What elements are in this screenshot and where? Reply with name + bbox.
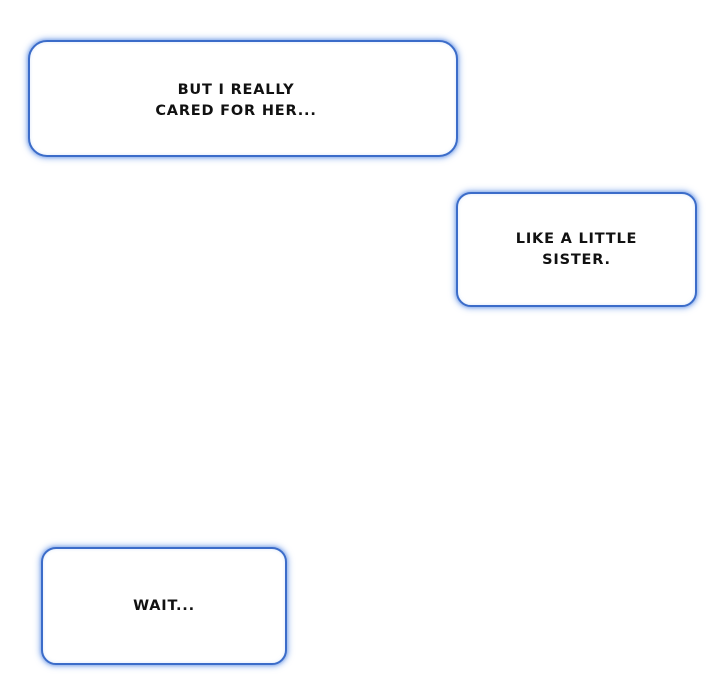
speech-bubble-2-text: LIKE A LITTLE SISTER.: [516, 229, 637, 271]
speech-bubble-3-text: WAIT...: [133, 596, 195, 617]
speech-bubble-2: LIKE A LITTLE SISTER.: [456, 192, 697, 307]
speech-bubble-1: BUT I REALLY CARED FOR HER...: [28, 40, 458, 157]
speech-line: WAIT...: [133, 597, 195, 614]
speech-bubble-1-text: BUT I REALLY CARED FOR HER...: [155, 80, 316, 122]
speech-bubble-3: WAIT...: [41, 547, 287, 665]
speech-line: LIKE A LITTLE: [515, 230, 638, 247]
speech-line: BUT I REALLY: [177, 82, 295, 98]
speech-line: CARED FOR HER...: [155, 103, 317, 119]
speech-line: SISTER.: [542, 251, 611, 268]
